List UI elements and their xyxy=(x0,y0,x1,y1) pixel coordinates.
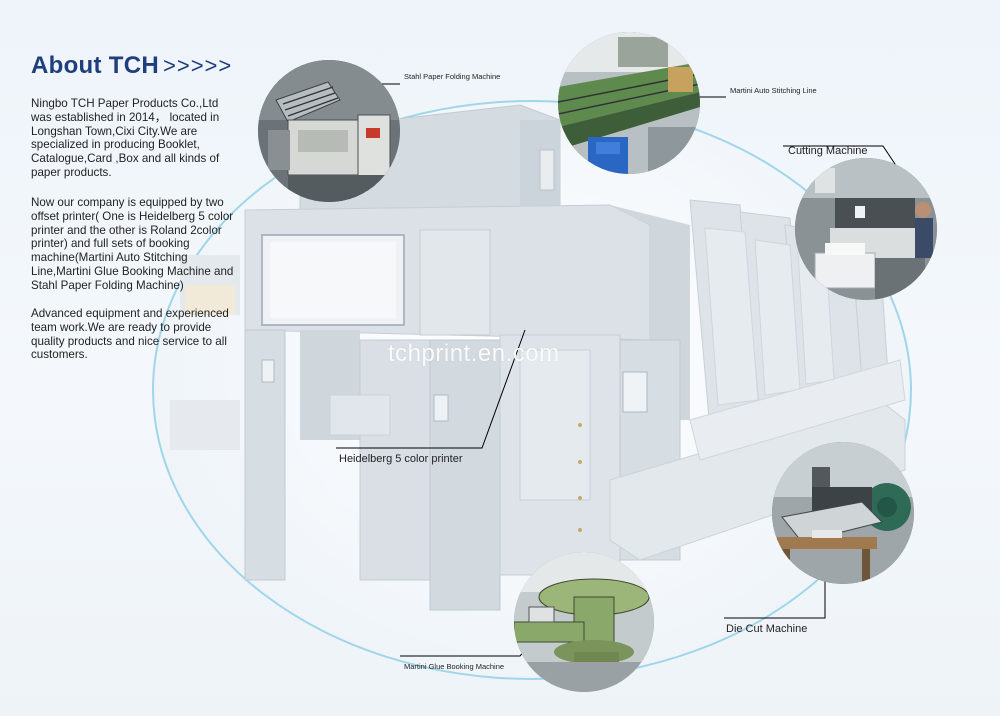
intro-paragraph-2: Now our company is equipped by two offse… xyxy=(31,196,234,292)
die-cut-machine-photo xyxy=(772,442,914,584)
stahl-folding-machine-photo xyxy=(258,60,400,202)
page-title: About TCH>>>>> xyxy=(31,52,233,79)
title-arrows: >>>>> xyxy=(163,53,233,78)
stahl-label: Stahl Paper Folding Machine xyxy=(404,72,501,81)
intro-paragraph-1: Ningbo TCH Paper Products Co.,Ltd was es… xyxy=(31,97,220,179)
watermark-text: tchprint.en.com xyxy=(388,340,560,367)
heidelberg-leader xyxy=(336,329,526,449)
glue-label: Martini Glue Booking Machine xyxy=(404,662,505,671)
cutting-machine-photo xyxy=(795,158,937,300)
martini-glue-booking-machine-photo xyxy=(514,552,654,692)
martini-stitching-line-photo xyxy=(558,32,700,174)
intro-paragraph-3: Advanced equipment and experienced team … xyxy=(31,307,229,362)
heidelberg-label: Heidelberg 5 color printer xyxy=(339,453,463,465)
die-cut-label: Die Cut Machine xyxy=(726,623,808,635)
stitching-label: Martini Auto Stitching Line xyxy=(730,86,817,95)
cutting-label: Cutting Machine xyxy=(788,145,868,157)
